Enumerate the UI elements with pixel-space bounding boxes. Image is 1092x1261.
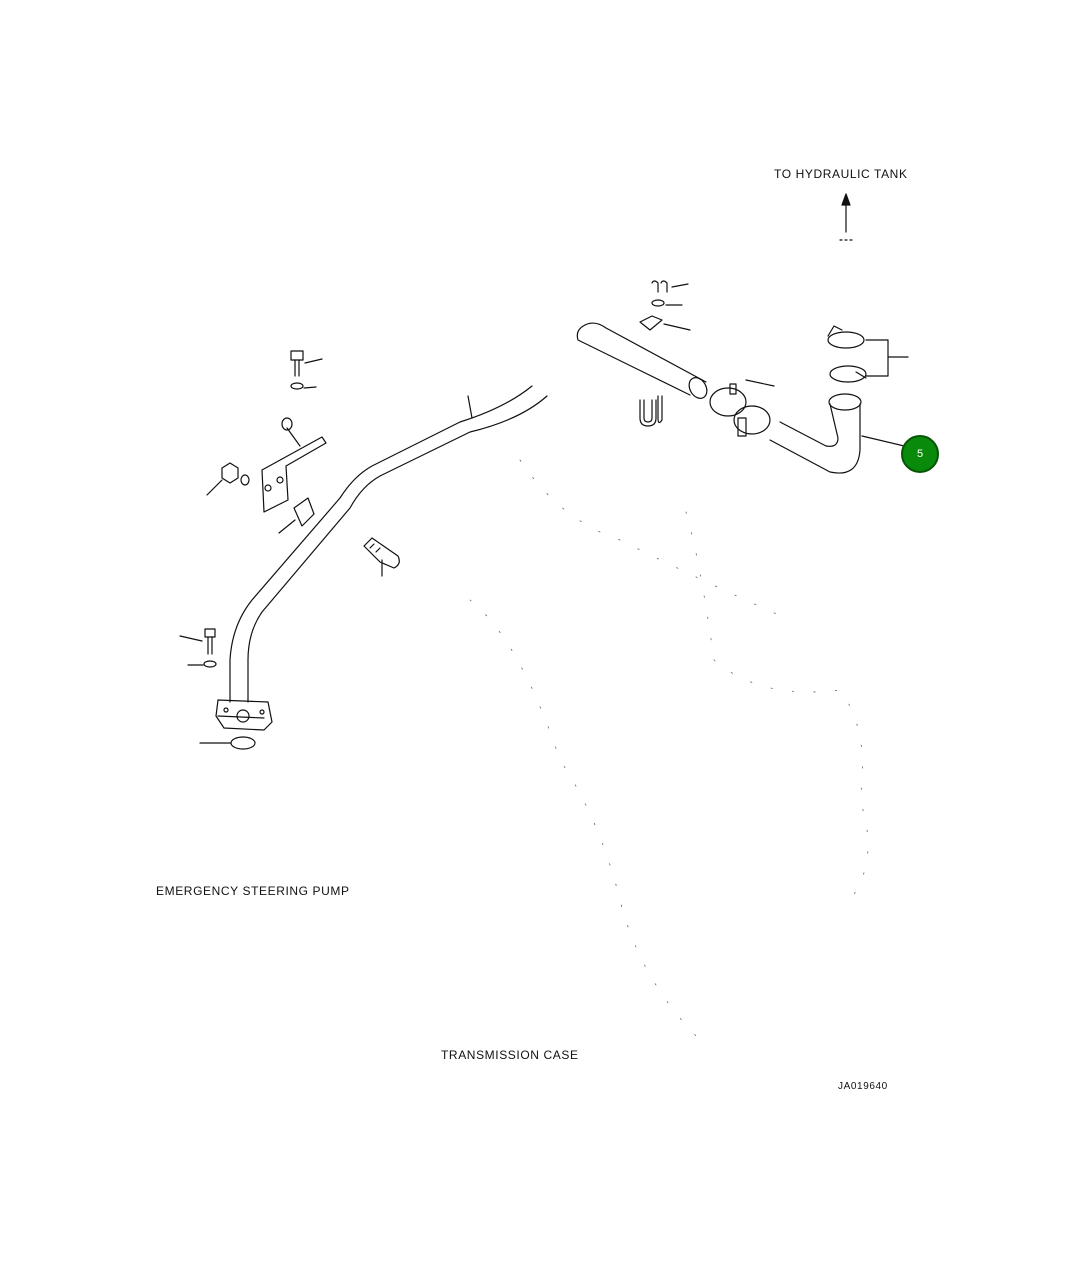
- u-bolt: [639, 395, 663, 427]
- callout-number: 5: [916, 448, 924, 460]
- nut: [206, 462, 250, 496]
- callout-5-button[interactable]: 5: [901, 435, 939, 473]
- label-emergency-steering-pump: EMERGENCY STEERING PUMP: [156, 884, 350, 898]
- coupling-hose: [709, 379, 775, 437]
- short-tube: [576, 322, 708, 399]
- long-tube: [229, 385, 548, 703]
- clamp-block: [278, 497, 315, 534]
- bolt-upper: [290, 350, 323, 390]
- elbow-hose: [769, 393, 905, 474]
- pump-flange: [199, 699, 273, 750]
- label-to-hydraulic-tank: TO HYDRAULIC TANK: [774, 167, 908, 181]
- fitting: [363, 537, 400, 577]
- label-transmission-case: TRANSMISSION CASE: [441, 1048, 579, 1062]
- clip-parts: [639, 280, 691, 331]
- flow-arrow: [839, 193, 853, 241]
- drawing-reference: JA019640: [838, 1081, 888, 1092]
- bracket: [261, 417, 327, 513]
- bolt-lower: [179, 628, 217, 668]
- faint-outline: [469, 459, 869, 1041]
- hose-clamps: [827, 325, 909, 383]
